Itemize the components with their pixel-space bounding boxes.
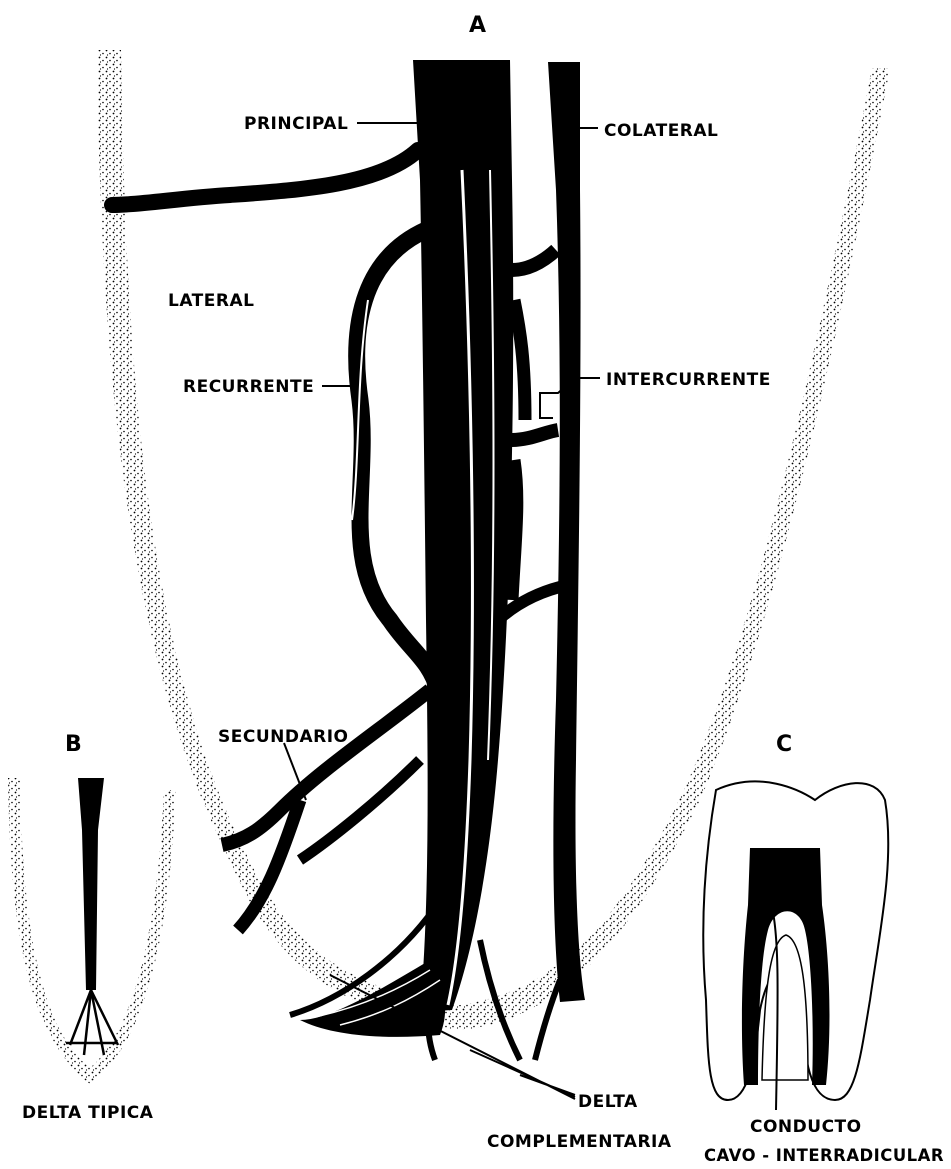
label-conducto: CONDUCTO: [750, 1117, 862, 1137]
canal-lateral: [112, 150, 418, 205]
label-intercurrente: INTERCURRENTE: [606, 370, 771, 390]
label-secundario: SECUNDARIO: [218, 727, 349, 747]
colateral-join-2: [512, 430, 558, 440]
label-colateral: COLATERAL: [604, 121, 718, 141]
canal-colateral: [548, 62, 585, 1002]
panel-label-c: C: [776, 732, 793, 757]
label-recurrente: RECURRENTE: [183, 377, 314, 397]
canal-b: [78, 778, 104, 990]
canal-secundario: [222, 690, 430, 845]
label-principal: PRINCIPAL: [244, 114, 348, 134]
canal-intercurrente: [512, 300, 525, 600]
panel-label-a: A: [469, 13, 487, 38]
label-lateral: LATERAL: [168, 291, 254, 311]
panel-label-b: B: [65, 732, 82, 757]
panel-c-molar: [703, 781, 888, 1110]
colateral-join-1: [512, 250, 556, 270]
label-delta: DELTA: [578, 1092, 638, 1112]
label-delta-tipica: DELTA TIPICA: [22, 1103, 154, 1123]
label-cavo-interradicular: CAVO - INTERRADICULAR: [704, 1146, 944, 1166]
panel-b-delta-tipica: [8, 778, 176, 1084]
label-complementaria: COMPLEMENTARIA: [487, 1132, 672, 1152]
